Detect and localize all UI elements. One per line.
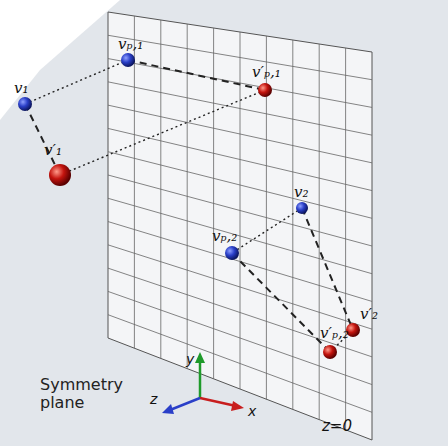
grid-lines: [108, 16, 372, 430]
point-label: v₂: [294, 184, 309, 201]
axis-label: x: [248, 404, 256, 419]
plane-equation: z=0: [322, 418, 352, 435]
plane-label: Symmetry plane: [40, 376, 120, 411]
projection-lines: [25, 60, 353, 352]
point-label: vₚ,₁: [118, 36, 143, 53]
axis-label: y: [186, 352, 194, 367]
axes: [162, 352, 244, 414]
points: [18, 53, 360, 359]
point-label: vₚ,₂: [212, 228, 237, 245]
point-label: v′ₚ,₁: [252, 64, 281, 81]
grid-plane: [108, 12, 372, 440]
point-label: v′₂: [360, 306, 378, 323]
point-label: v₁: [14, 80, 29, 97]
axis-label: z: [150, 392, 157, 407]
point-label: v′₁: [44, 142, 62, 159]
point-label: v′ₚ,₂: [320, 325, 349, 342]
